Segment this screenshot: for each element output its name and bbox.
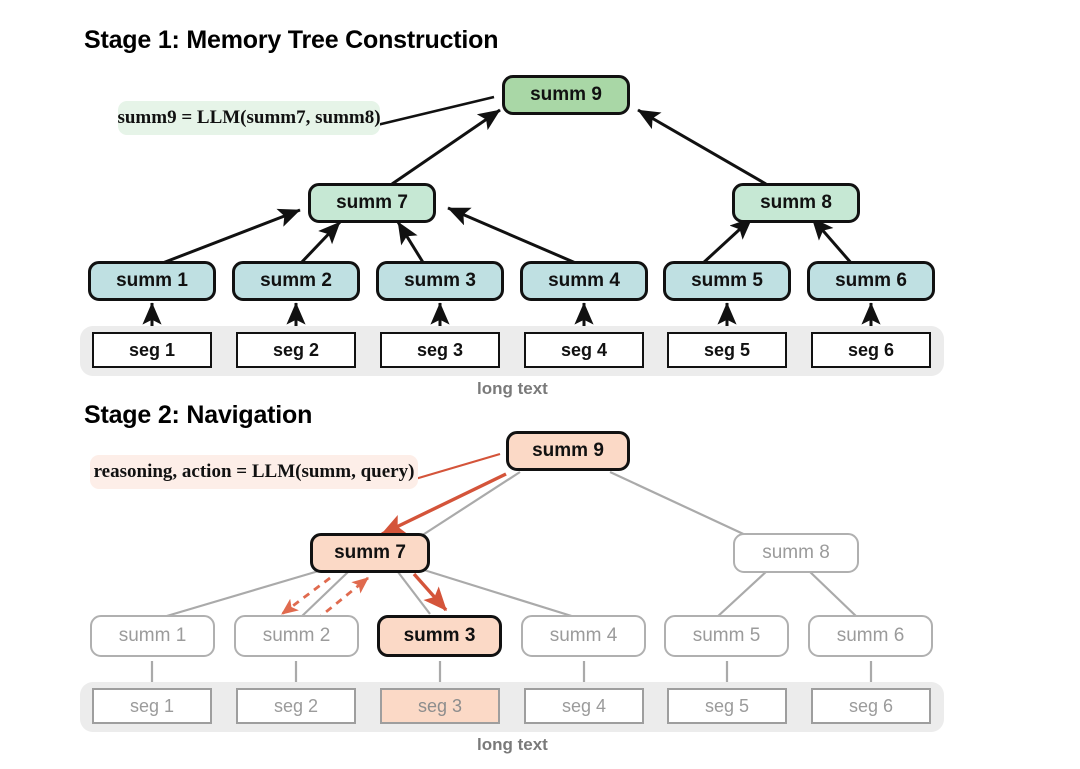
stage1-node-summ1[interactable]: summ 1 — [88, 261, 216, 301]
stage2-node-summ9[interactable]: summ 9 — [506, 431, 630, 471]
stage2-node-summ7[interactable]: summ 7 — [310, 533, 430, 573]
stage1-seg3[interactable]: seg 3 — [380, 332, 500, 368]
stage2-seg2[interactable]: seg 2 — [236, 688, 356, 724]
stage2-band-label: long text — [477, 735, 548, 754]
stage1-node-summ5[interactable]: summ 5 — [663, 261, 791, 301]
stage2-node-summ2[interactable]: summ 2 — [234, 615, 359, 657]
stage1-node-summ3[interactable]: summ 3 — [376, 261, 504, 301]
stage1-seg5[interactable]: seg 5 — [667, 332, 787, 368]
stage1-node-summ6[interactable]: summ 6 — [807, 261, 935, 301]
stage1-formula: summ9 = LLM(summ7, summ8) — [117, 101, 381, 135]
stage1-node-summ4[interactable]: summ 4 — [520, 261, 648, 301]
stage2-seg3[interactable]: seg 3 — [380, 688, 500, 724]
stage2-seg4[interactable]: seg 4 — [524, 688, 644, 724]
stage2-seg6[interactable]: seg 6 — [811, 688, 931, 724]
stage1-title: Stage 1: Memory Tree Construction — [84, 26, 499, 54]
stage1-seg6[interactable]: seg 6 — [811, 332, 931, 368]
stage1-seg1[interactable]: seg 1 — [92, 332, 212, 368]
stage2-title: Stage 2: Navigation — [84, 401, 313, 429]
stage2-node-summ4[interactable]: summ 4 — [521, 615, 646, 657]
stage1-node-summ9[interactable]: summ 9 — [502, 75, 630, 115]
stage2-formula: reasoning, action = LLM(summ, query) — [90, 455, 418, 489]
stage2-node-summ5[interactable]: summ 5 — [664, 615, 789, 657]
stage2-node-summ8[interactable]: summ 8 — [733, 533, 859, 573]
stage2-node-summ6[interactable]: summ 6 — [808, 615, 933, 657]
stage1-node-summ8[interactable]: summ 8 — [732, 183, 860, 223]
stage2-seg5[interactable]: seg 5 — [667, 688, 787, 724]
stage2-node-summ1[interactable]: summ 1 — [90, 615, 215, 657]
stage1-node-summ2[interactable]: summ 2 — [232, 261, 360, 301]
stage1-seg2[interactable]: seg 2 — [236, 332, 356, 368]
stage2-seg1[interactable]: seg 1 — [92, 688, 212, 724]
stage2-long-text-band — [80, 682, 944, 732]
stage1-band-label: long text — [477, 379, 548, 398]
stage1-long-text-band — [80, 326, 944, 376]
stage2-node-summ3[interactable]: summ 3 — [377, 615, 502, 657]
stage1-seg4[interactable]: seg 4 — [524, 332, 644, 368]
stage1-node-summ7[interactable]: summ 7 — [308, 183, 436, 223]
